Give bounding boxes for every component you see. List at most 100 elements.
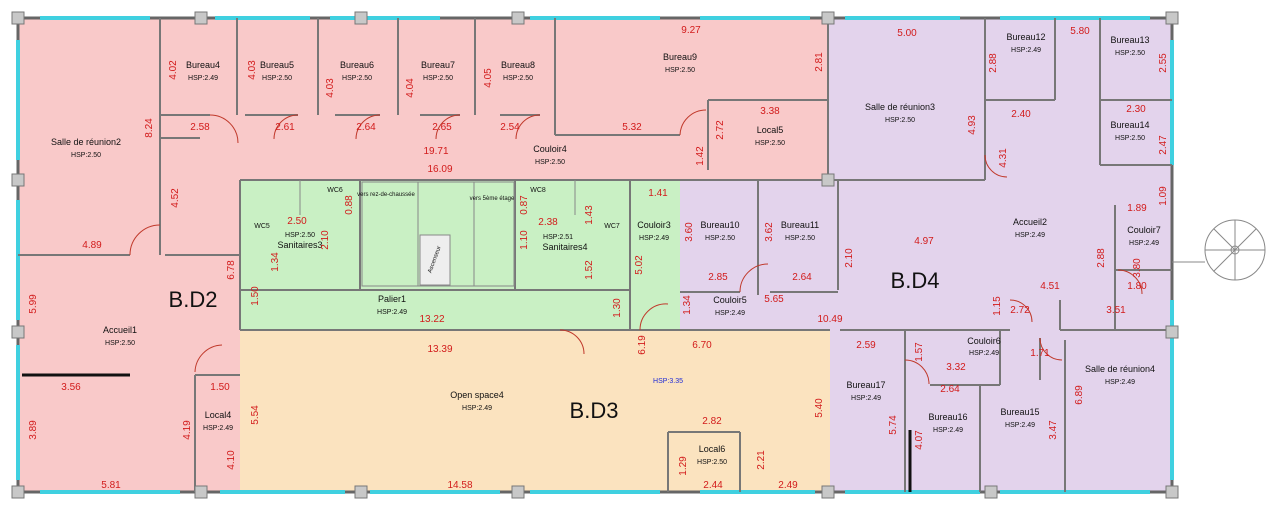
dim-label: 1.57 (914, 342, 925, 362)
room-name: Bureau14 (1110, 120, 1149, 130)
dim-label: 3.38 (760, 106, 780, 117)
room-name: Bureau15 (1000, 407, 1039, 417)
wc6-label: WC6 (327, 187, 343, 194)
room-hsp: HSP:2.49 (1129, 240, 1159, 247)
dim-label: 3.80 (1132, 258, 1143, 278)
dim-label: 4.04 (405, 78, 416, 98)
dim-label: 4.89 (82, 240, 102, 251)
dim-label: 3.89 (28, 420, 39, 440)
room-hsp: HSP:2.50 (665, 67, 695, 74)
room-name: Bureau11 (781, 220, 819, 230)
dim-label: 1.89 (1127, 203, 1147, 214)
dim-label: 3.60 (684, 222, 695, 242)
dim-label: 4.02 (168, 60, 179, 80)
room-name: Sanitaires3 (277, 240, 322, 250)
dim-label: 1.30 (612, 298, 623, 318)
room-labels: Bureau4 HSP:2.49 Bureau5 HSP:2.50 Bureau… (51, 32, 1161, 466)
dim-label: 3.56 (61, 382, 81, 393)
spiral-staircase (1172, 219, 1266, 281)
dim-label: 3.62 (764, 222, 775, 242)
dim-label: 2.21 (756, 450, 767, 470)
dim-label: 6.78 (226, 260, 237, 280)
dim-label: 1.09 (1158, 186, 1169, 206)
dim-label: 1.52 (584, 260, 595, 280)
pillars (11, 11, 1179, 499)
dim-label: 19.71 (423, 146, 448, 157)
dim-label: 2.30 (1126, 104, 1146, 115)
dim-label: 4.51 (1040, 281, 1060, 292)
room-name: Bureau16 (928, 412, 967, 422)
zone-bd4-area (680, 18, 1172, 492)
dim-label: 4.52 (170, 188, 181, 208)
room-hsp: HSP:2.49 (1005, 422, 1035, 429)
dim-label: 1.34 (270, 252, 281, 272)
room-name: Bureau10 (700, 220, 739, 230)
room-name: Bureau9 (663, 52, 697, 62)
dim-label: 5.99 (28, 294, 39, 314)
stair-down-label: vers rez-de-chaussée (357, 192, 415, 198)
room-name: Bureau6 (340, 60, 374, 70)
dim-label: 1.15 (992, 296, 1003, 316)
zone-core-area (240, 180, 680, 330)
dim-label: 2.72 (1010, 305, 1030, 316)
room-hsp: HSP:2.49 (377, 309, 407, 316)
room-hsp: HSP:2.50 (785, 235, 815, 242)
dim-label: 5.80 (1070, 26, 1090, 37)
zone-bd2-area (18, 18, 828, 492)
room-hsp: HSP:2.49 (462, 405, 492, 412)
room-hsp: HSP:2.50 (503, 75, 533, 82)
dim-label: 2.50 (287, 216, 307, 227)
dim-label: 1.34 (682, 295, 693, 315)
dim-label: 5.00 (897, 28, 917, 39)
dim-label: 5.40 (814, 398, 825, 418)
zone-label-bd4: B.D4 (891, 268, 940, 293)
room-name: Couloir4 (533, 144, 567, 154)
dim-label: 6.19 (637, 335, 648, 355)
dimension-labels: 4.02 4.03 4.03 4.04 4.05 2.58 2.61 2.64 … (28, 25, 1169, 491)
room-hsp: HSP:2.49 (188, 75, 218, 82)
wc7-label: WC7 (604, 223, 620, 230)
room-name: Bureau13 (1110, 35, 1149, 45)
dim-label: 8.24 (144, 118, 155, 138)
room-name: Accueil2 (1013, 217, 1047, 227)
wc5-label: WC5 (254, 223, 270, 230)
dim-label: 2.58 (190, 122, 210, 133)
room-hsp: HSP:2.49 (851, 395, 881, 402)
dim-label: 1.50 (250, 286, 261, 306)
dim-label: 5.32 (622, 122, 642, 133)
dim-label: 2.10 (844, 248, 855, 268)
windows (16, 16, 1174, 494)
room-hsp: HSP:2.51 (543, 234, 573, 241)
dim-label: 1.50 (210, 382, 230, 393)
dim-label: 4.31 (998, 148, 1009, 168)
wc8-label: WC8 (530, 187, 546, 194)
dim-label: 2.40 (1011, 109, 1031, 120)
dim-label: 1.80 (1127, 281, 1147, 292)
dim-label: 1.42 (695, 146, 706, 166)
dim-label: 5.74 (888, 415, 899, 435)
room-name: Local5 (757, 125, 784, 135)
dim-label: 2.88 (988, 53, 999, 73)
dim-label: 1.43 (584, 205, 595, 225)
room-hsp: HSP:2.50 (262, 75, 292, 82)
dim-label: 2.64 (940, 384, 960, 395)
room-hsp: HSP:2.50 (755, 140, 785, 147)
dim-label: 3.47 (1048, 420, 1059, 440)
room-name: Sanitaires4 (542, 242, 587, 252)
dim-label: 4.07 (914, 430, 925, 450)
dim-label: 1.29 (678, 456, 689, 476)
dim-label: 3.51 (1106, 305, 1126, 316)
room-hsp: HSP:2.49 (639, 235, 669, 242)
dim-label: 2.81 (814, 52, 825, 72)
zone-label-bd2: B.D2 (169, 287, 218, 312)
dim-label: 9.27 (681, 25, 701, 36)
dim-label: 2.82 (702, 416, 722, 427)
room-hsp: HSP:2.50 (885, 117, 915, 124)
room-hsp: HSP:2.50 (423, 75, 453, 82)
room-hsp: HSP:2.50 (71, 152, 101, 159)
dim-label: 2.49 (778, 480, 798, 491)
stair-up-label: vers 5ème étage (470, 196, 515, 202)
dim-label: 2.72 (715, 120, 726, 140)
dim-label: 4.03 (247, 60, 258, 80)
room-name: Couloir3 (637, 220, 671, 230)
